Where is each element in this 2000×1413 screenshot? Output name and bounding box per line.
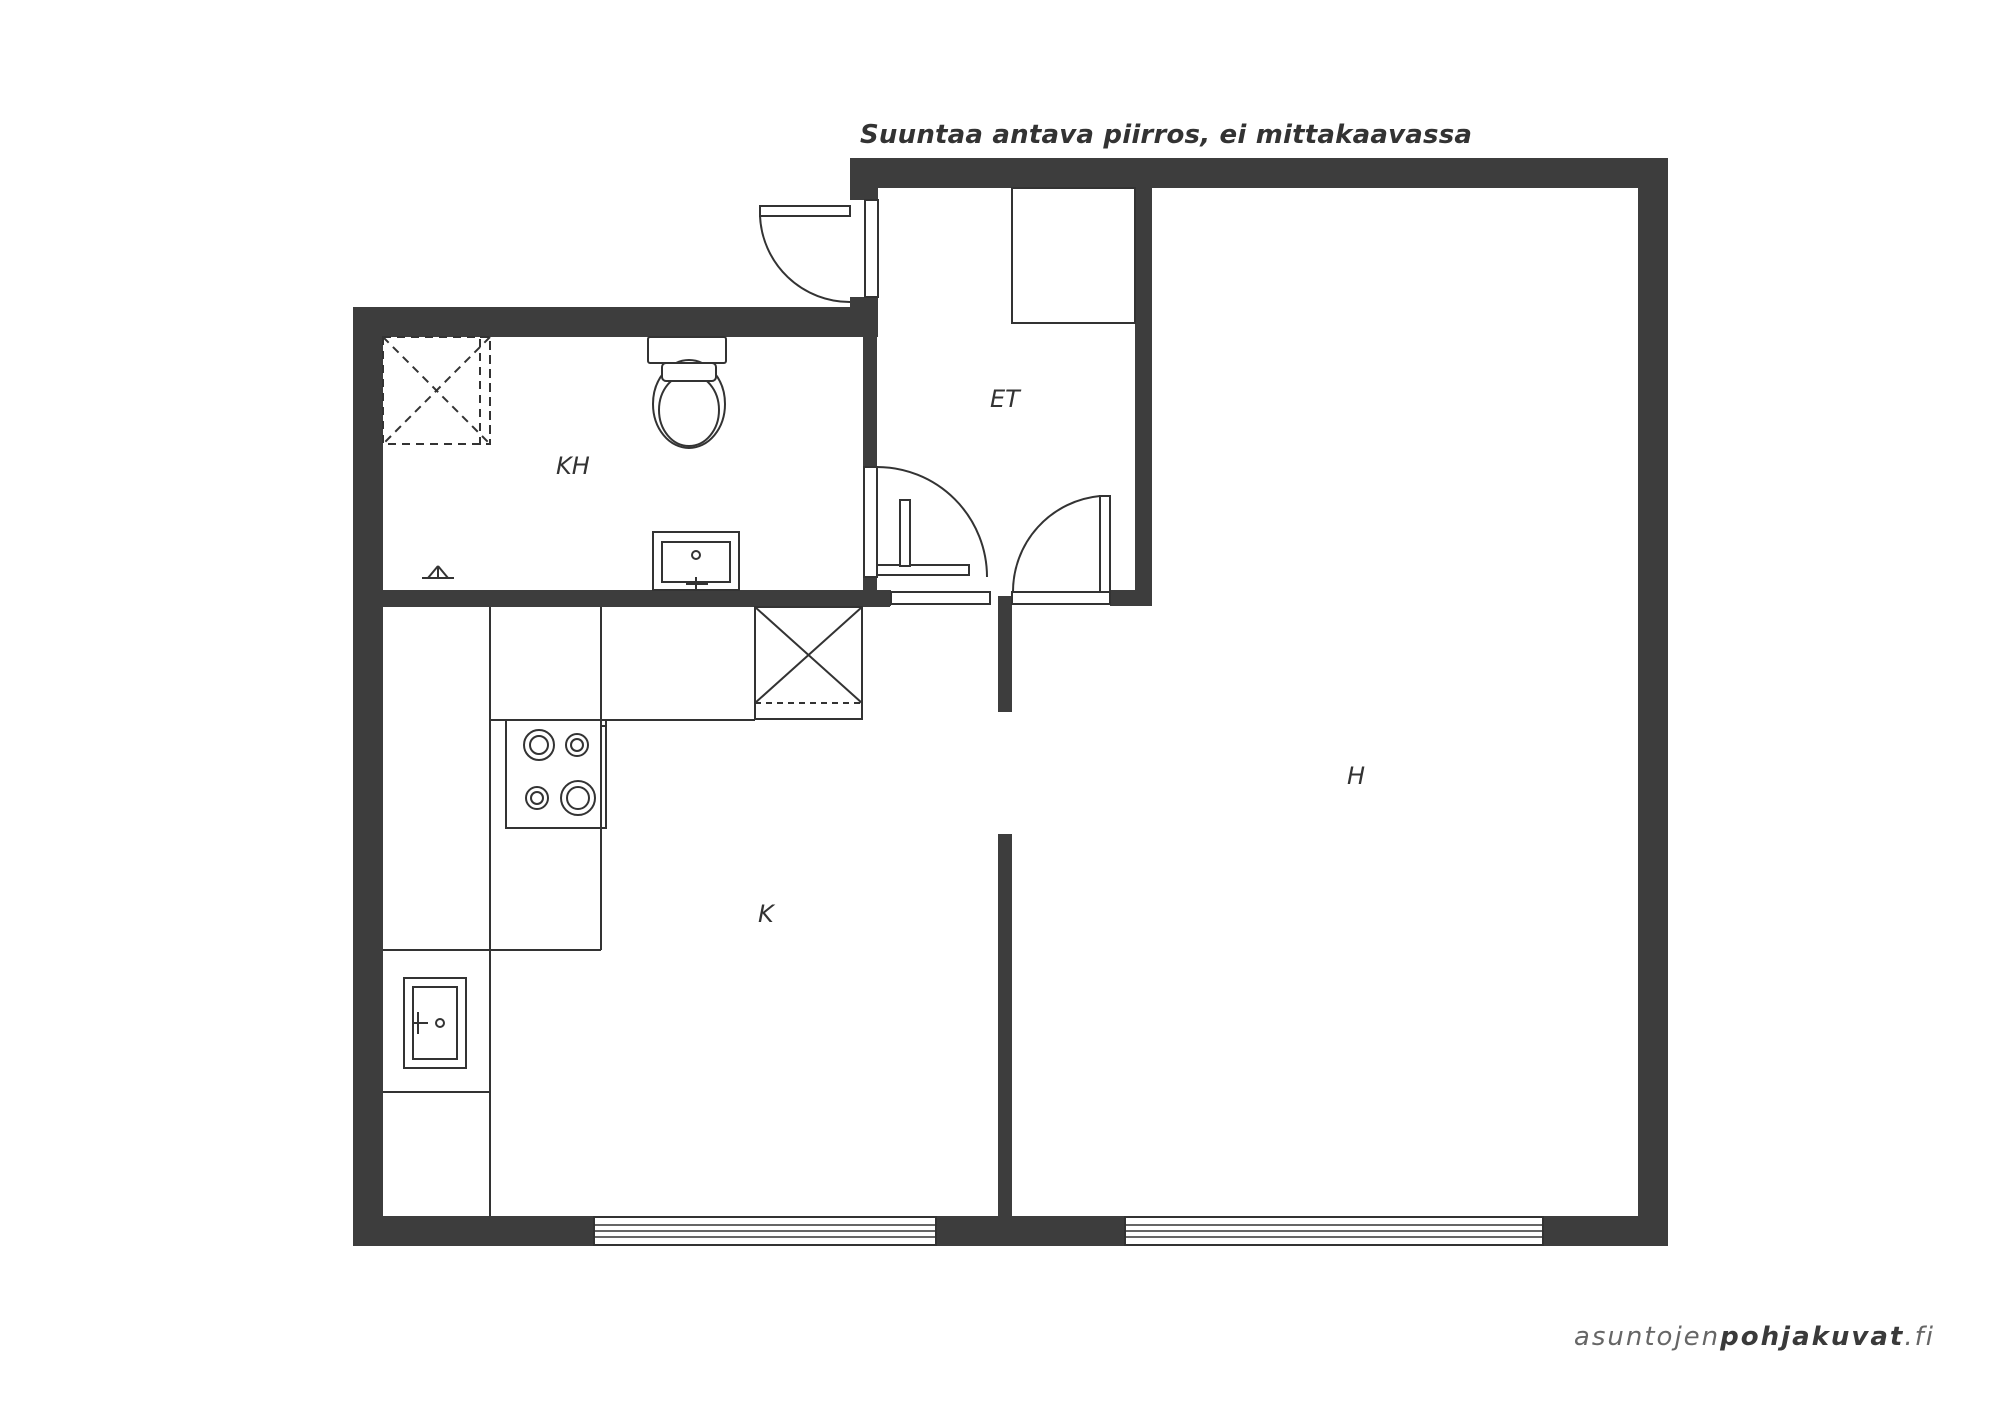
window-kitchen (593, 1216, 937, 1246)
brand-watermark: asuntojenpohjakuvat.fi (1574, 1322, 1935, 1352)
stove (505, 719, 607, 829)
toilet (647, 336, 727, 449)
entrance-door (759, 199, 879, 304)
room-label-kh: KH (556, 452, 590, 480)
brand-bold: pohjakuvat (1720, 1322, 1905, 1352)
brand-suffix: .fi (1904, 1322, 1935, 1352)
shower (382, 336, 491, 445)
room-label-et: ET (990, 385, 1020, 413)
entry-closet (1011, 187, 1136, 324)
floor-drain-icon (422, 565, 454, 579)
disclaimer-note: Suuntaa antava piirros, ei mittakaavassa (860, 120, 1473, 150)
entry-openings (890, 495, 1111, 605)
kitchen-sink (403, 977, 467, 1069)
walls (353, 158, 1668, 1246)
window-living-room (1124, 1216, 1544, 1246)
brand-prefix: asuntojen (1573, 1322, 1721, 1352)
bathroom-sink (652, 531, 740, 591)
kitchen-counters (383, 607, 756, 1216)
room-label-k: K (758, 900, 774, 928)
refrigerator (754, 606, 863, 720)
bathroom-door (863, 466, 988, 578)
room-label-h: H (1347, 762, 1366, 790)
